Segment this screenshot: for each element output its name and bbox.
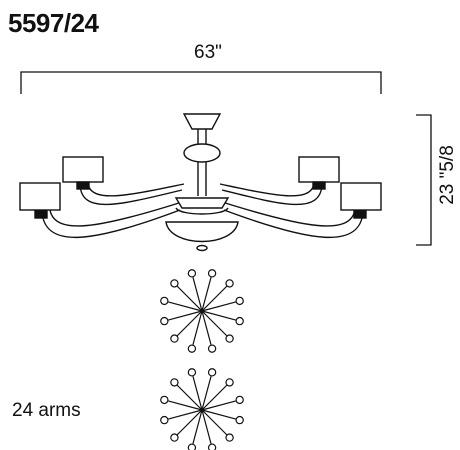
arm-bulb-circle bbox=[170, 433, 179, 442]
arm-bulb-circle bbox=[207, 269, 217, 278]
arm-bulb-circle bbox=[235, 395, 244, 405]
arm-spoke bbox=[168, 301, 203, 312]
arm-spoke bbox=[201, 384, 228, 411]
central-plate bbox=[174, 197, 230, 209]
arm-bulb-circle bbox=[235, 415, 244, 425]
arm-right-inner bbox=[221, 184, 323, 206]
model-number: 5597/24 bbox=[8, 8, 99, 38]
ceiling-canopy bbox=[182, 113, 222, 130]
width-dimension-label: 63" bbox=[194, 42, 222, 63]
arm-bulb-circle bbox=[235, 316, 244, 326]
arm-bulb-circle bbox=[225, 279, 234, 288]
arm-spoke bbox=[201, 310, 228, 337]
arm-bulb-circle bbox=[207, 344, 217, 353]
arm-spoke bbox=[176, 409, 203, 436]
arms-count-label: 24 arms bbox=[12, 400, 81, 421]
arm-bulb-circle bbox=[225, 334, 234, 343]
arm-spoke bbox=[201, 310, 236, 321]
arm-bulb-circle bbox=[187, 443, 197, 450]
arm-bulb-circle bbox=[160, 296, 169, 306]
arm-bulb-circle bbox=[160, 415, 169, 425]
arm-right-outer-inner bbox=[221, 201, 356, 227]
arm-left-inner-b bbox=[87, 183, 185, 197]
arm-bulb-circle bbox=[160, 316, 169, 326]
arm-bulb-circle bbox=[187, 269, 197, 278]
arm-bulb-circle bbox=[207, 443, 217, 450]
arm-bulb-circle bbox=[225, 378, 234, 387]
top-view-arms-upper bbox=[160, 269, 244, 353]
arm-spoke bbox=[201, 409, 236, 420]
arm-spoke bbox=[201, 409, 228, 436]
arm-spoke bbox=[168, 409, 203, 420]
arm-spoke bbox=[201, 400, 236, 411]
arm-spoke bbox=[201, 310, 212, 345]
lampshade-left-inner bbox=[62, 156, 104, 183]
arm-bulb-circle bbox=[187, 368, 197, 377]
arm-bulb-circle bbox=[207, 368, 217, 377]
arm-spoke bbox=[168, 400, 203, 411]
arm-spoke bbox=[176, 285, 203, 312]
arm-spoke bbox=[176, 310, 203, 337]
arm-spoke bbox=[192, 310, 203, 345]
arm-bulb-circle bbox=[187, 344, 197, 353]
arm-spoke bbox=[192, 409, 203, 444]
arm-left-outer bbox=[41, 209, 181, 238]
arm-spoke bbox=[201, 277, 212, 312]
arm-bulb-circle bbox=[160, 395, 169, 405]
arm-spoke bbox=[192, 277, 203, 312]
lampshade-right-outer bbox=[340, 182, 382, 211]
arm-bulb-circle bbox=[170, 334, 179, 343]
central-bowl bbox=[165, 221, 239, 243]
arm-bulb-circle bbox=[170, 279, 179, 288]
arm-left-inner bbox=[79, 184, 183, 206]
height-dimension-line bbox=[416, 114, 432, 246]
lampshade-left-outer bbox=[19, 182, 61, 211]
arm-spoke bbox=[192, 376, 203, 411]
chandelier-technical-drawing bbox=[19, 71, 432, 450]
arm-left-outer-inner bbox=[49, 201, 183, 227]
width-dimension-line bbox=[20, 71, 382, 94]
chandelier-elevation bbox=[19, 113, 382, 252]
arm-spoke bbox=[201, 285, 228, 312]
top-view-arms-lower bbox=[160, 368, 244, 450]
glass-ovoid bbox=[183, 143, 221, 163]
arm-spoke bbox=[201, 376, 212, 411]
lampshade-right-inner bbox=[298, 156, 340, 183]
arm-spoke bbox=[201, 301, 236, 312]
arm-spoke bbox=[168, 310, 203, 321]
arm-bulb-circle bbox=[235, 296, 244, 306]
arm-spoke bbox=[176, 384, 203, 411]
arm-spoke bbox=[201, 409, 212, 444]
arm-right-inner-b bbox=[219, 183, 315, 197]
arm-right-outer bbox=[223, 209, 364, 238]
arm-bulb-circle bbox=[170, 378, 179, 387]
arm-bulb-circle bbox=[225, 433, 234, 442]
